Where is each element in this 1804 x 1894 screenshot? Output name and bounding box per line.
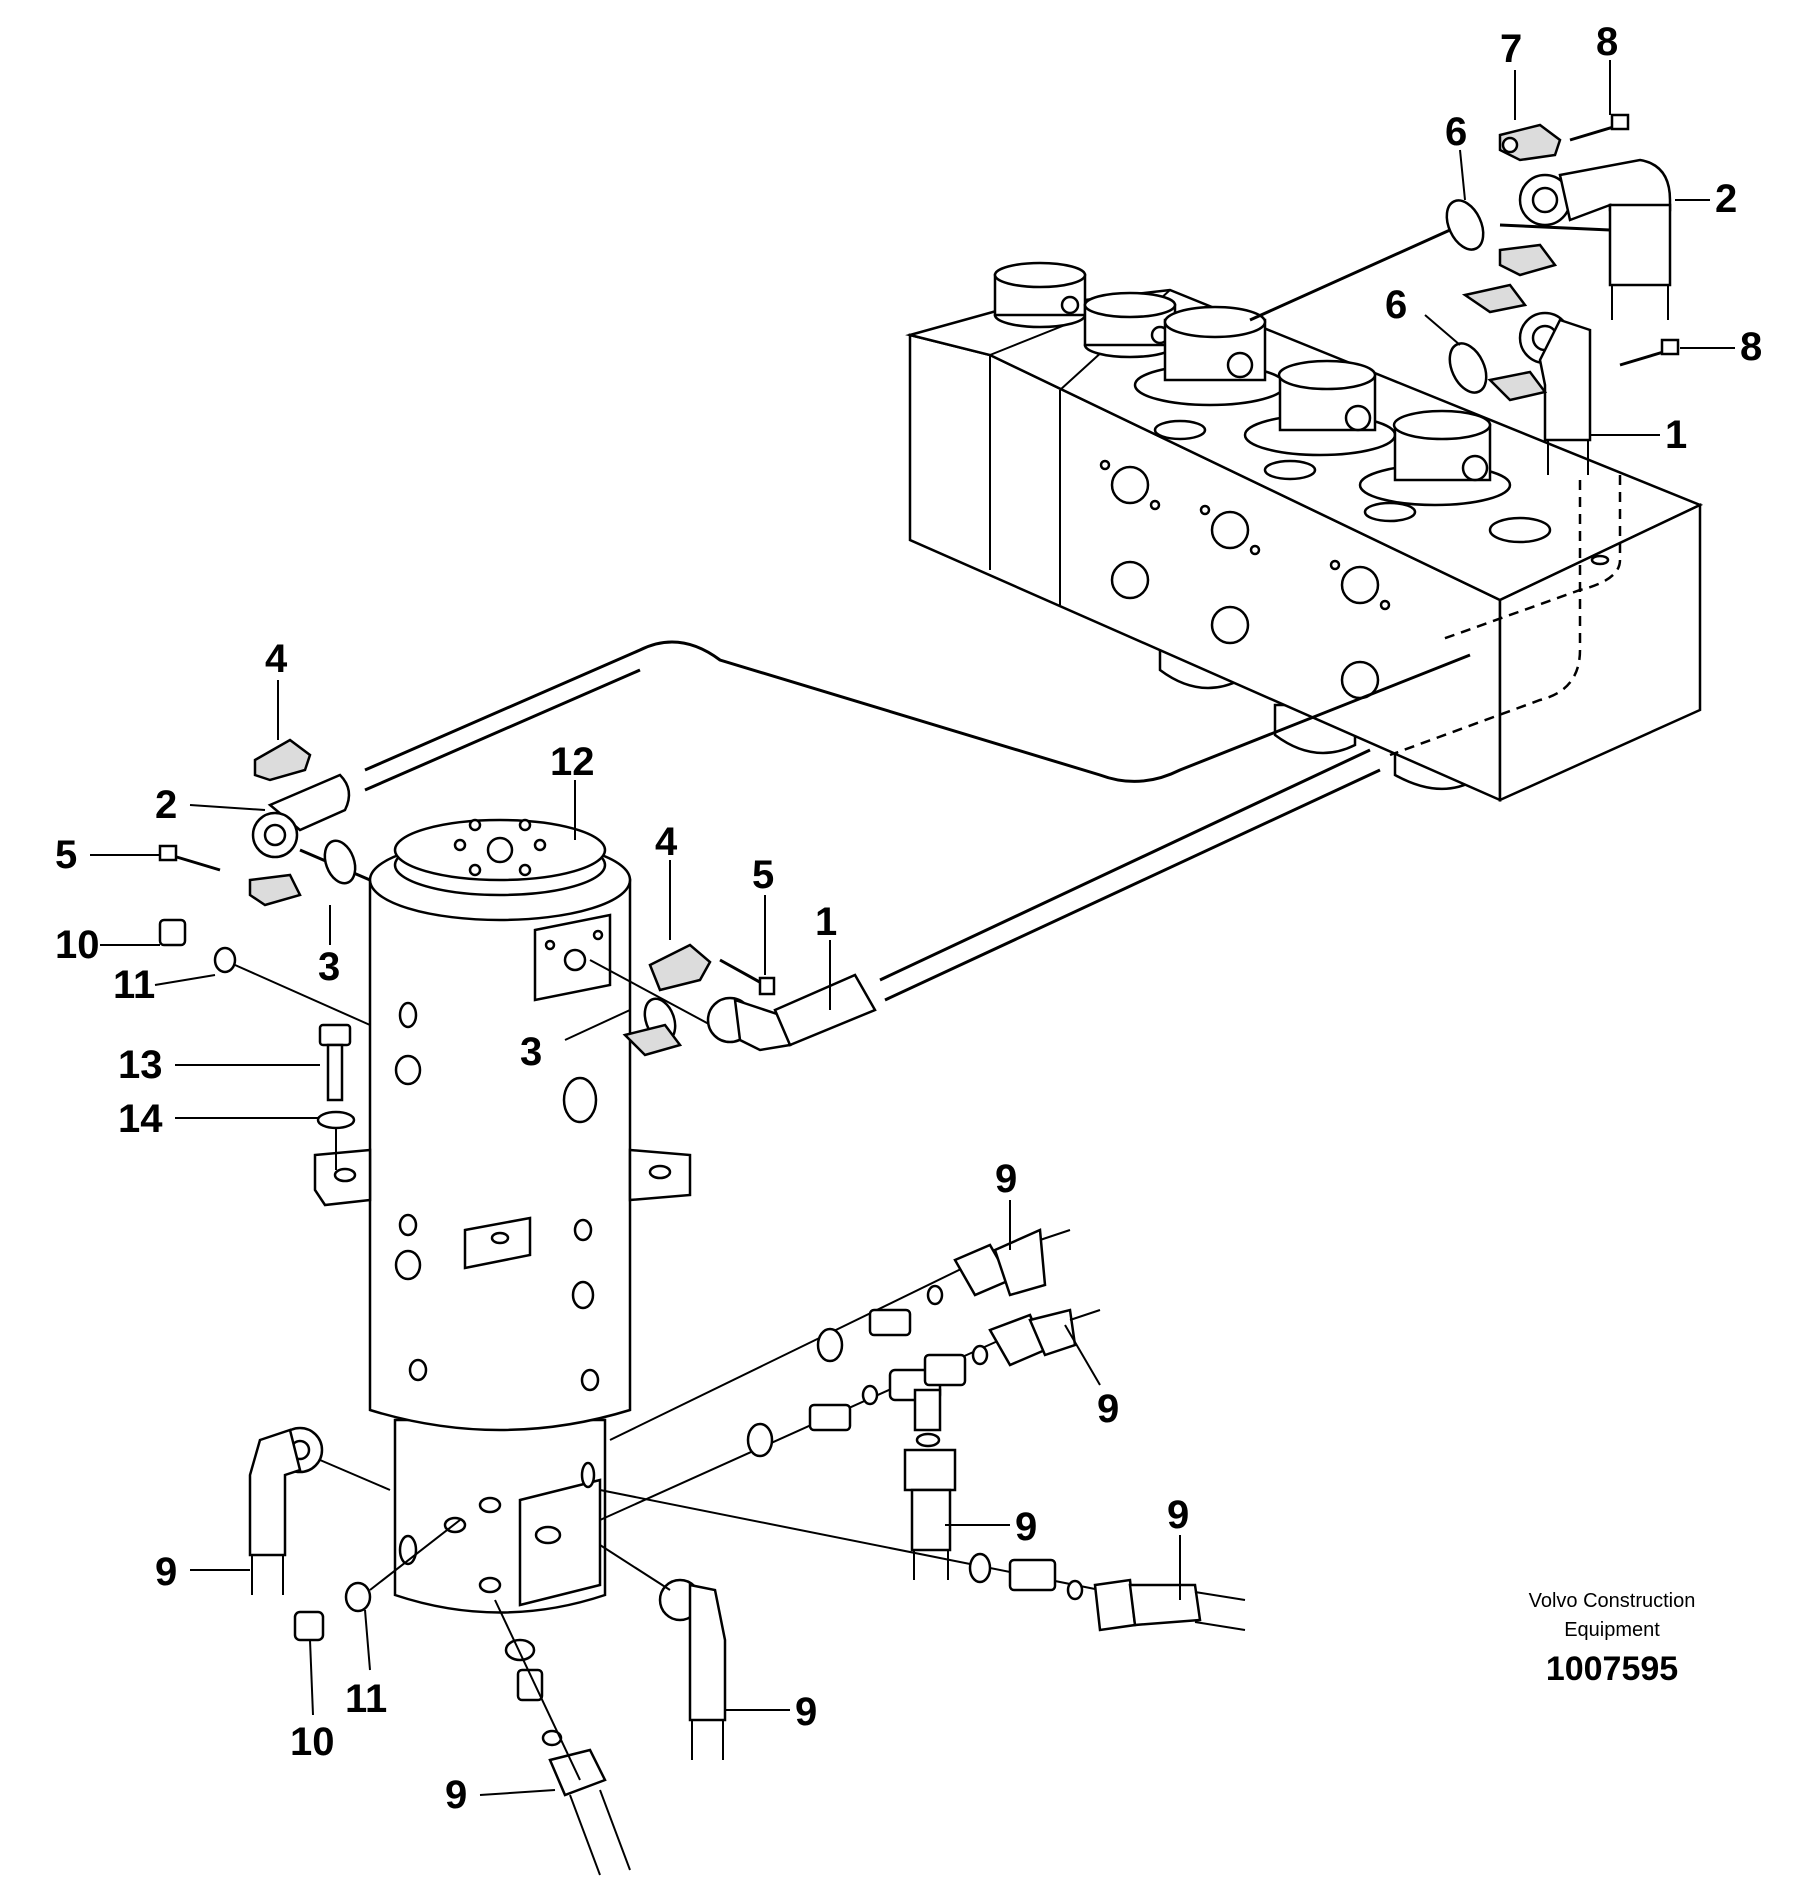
callout-8: 8: [1740, 325, 1762, 369]
callout-9: 9: [155, 1550, 177, 1594]
callout-11: 11: [345, 1677, 387, 1721]
callout-9: 9: [1015, 1505, 1037, 1549]
solenoid-valve-5: [1358, 409, 1512, 507]
callout-2: 2: [1715, 177, 1737, 221]
callout-11: 11: [113, 963, 155, 1007]
credit-company-line2: Equipment: [1564, 1619, 1660, 1641]
solenoid-valve-3: [1133, 305, 1287, 407]
credit-block: Volvo Construction Equipment 1007595: [1529, 1590, 1696, 1688]
callout-9: 9: [995, 1157, 1017, 1201]
callout-labels: 7 8 6 2 6 8 1 4 12 2 5 4 5 1 3 10 11 3 1…: [55, 20, 1762, 1817]
callout-4: 4: [655, 820, 678, 864]
swivel-right-fittings: [589, 943, 877, 1057]
control-valve-block: [905, 261, 1704, 802]
credit-company-line1: Volvo Construction: [1529, 1590, 1696, 1612]
callout-9: 9: [795, 1690, 817, 1734]
callout-14: 14: [118, 1097, 163, 1141]
callout-4: 4: [265, 637, 288, 681]
swivel-center-joint: [313, 818, 692, 1614]
callout-10: 10: [55, 923, 100, 967]
leader-lines: [90, 60, 1735, 1796]
callout-7: 7: [1500, 27, 1522, 71]
callout-5: 5: [752, 853, 774, 897]
callout-6: 6: [1385, 283, 1407, 327]
solenoid-valve-1: [993, 261, 1087, 329]
callout-5: 5: [55, 833, 77, 877]
lower-hose-fittings: [248, 1228, 1246, 1876]
solenoid-valve-2: [1083, 291, 1177, 359]
callout-13: 13: [118, 1043, 163, 1087]
solenoid-valve-4: [1243, 359, 1397, 457]
document-number: 1007595: [1546, 1650, 1678, 1688]
callout-3: 3: [520, 1030, 542, 1074]
callout-6: 6: [1445, 110, 1467, 154]
callout-1: 1: [815, 900, 837, 944]
connecting-hoses: [364, 223, 1611, 1002]
callout-1: 1: [1665, 413, 1687, 457]
callout-9: 9: [445, 1773, 467, 1817]
callout-9: 9: [1097, 1387, 1119, 1431]
swivel-upper-fittings: [158, 738, 371, 1170]
callout-9: 9: [1167, 1493, 1189, 1537]
callout-10: 10: [290, 1720, 335, 1764]
callout-12: 12: [550, 740, 595, 784]
callout-8: 8: [1596, 20, 1618, 64]
callout-3: 3: [318, 945, 340, 989]
callout-2: 2: [155, 783, 177, 827]
upper-hose-fittings: [1445, 113, 1680, 475]
